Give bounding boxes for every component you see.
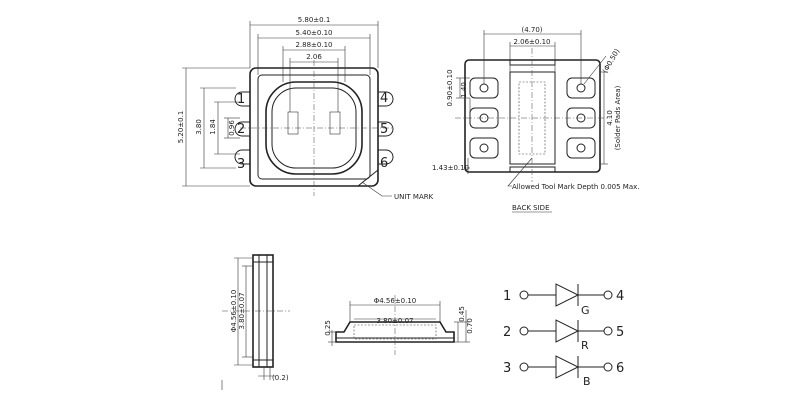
sch-color-r: R: [581, 339, 589, 352]
back-diam: (Φ0.50): [601, 47, 621, 74]
sch-color-b: B: [583, 375, 591, 388]
top-h-mid: 1.84: [209, 119, 217, 135]
top-w-inner: 5.40±0.10: [295, 29, 332, 37]
side-h-inner: 3.80±0.07: [238, 292, 246, 329]
back-w-pad: 2.06±0.10: [513, 38, 550, 46]
pin-label-4: 4: [380, 91, 388, 106]
side-h-outer: Φ4.56±0.10: [230, 290, 238, 333]
diode-row-red: 2 R 5: [503, 319, 624, 352]
top-w-outer: 5.80±0.1: [298, 16, 331, 24]
diode-row-green: 1 G 4: [503, 283, 624, 317]
top-w-chip: 2.06: [306, 53, 322, 61]
tool-mark-note: Allowed Tool Mark Depth 0.005 Max.: [512, 183, 639, 191]
back-h-bottom: 1.43±0.10: [432, 164, 469, 172]
pin-label-3: 3: [237, 157, 245, 172]
side-view: Φ4.56±0.10 3.80±0.07 (0.2): [221, 254, 290, 390]
sch-pin-3: 3: [503, 361, 511, 376]
side-t: (0.2): [272, 374, 289, 382]
back-side-title: BACK SIDE: [512, 204, 550, 212]
back-h1: 0.90±0.10: [446, 69, 454, 106]
back-h-side-note: (Solder Pads Area): [614, 85, 622, 150]
front-h-right1: 0.45: [458, 306, 466, 322]
led-schematic: 1 G 4 2 R 5 3 B 6: [503, 283, 624, 388]
sch-pin-2: 2: [503, 325, 511, 340]
front-view: Φ4.56±0.10 3.80±0.07 0.25 0.45 0.70: [324, 295, 474, 355]
sch-pin-6: 6: [616, 361, 624, 376]
top-w-lens: 2.88±0.10: [295, 41, 332, 49]
sch-pin-4: 4: [616, 289, 624, 304]
back-h-side: 4.10: [606, 110, 614, 126]
top-h-pad: 0.96: [228, 120, 236, 136]
back-side-view: (4.70) 2.06±0.10 (Φ0.50) 0.90±0.10 1.40 …: [432, 26, 639, 213]
diode-row-blue: 3 B 6: [503, 355, 624, 388]
front-w-inner: 3.80±0.07: [376, 317, 413, 325]
unit-mark-label: UNIT MARK: [394, 193, 434, 201]
back-w-total: (4.70): [521, 26, 542, 34]
top-view: 5.80±0.1 5.40±0.10 2.88±0.10 2.06 5.20±0…: [177, 16, 434, 201]
top-h-outer: 5.20±0.1: [177, 111, 185, 144]
front-w-outer: Φ4.56±0.10: [374, 297, 417, 305]
sch-pin-1: 1: [503, 289, 511, 304]
pin-label-1: 1: [237, 92, 245, 107]
top-h-pitch: 3.80: [195, 119, 203, 135]
front-h-left: 0.25: [324, 320, 332, 336]
back-h2: 1.40: [460, 82, 468, 98]
front-h-right2: 0.70: [466, 318, 474, 334]
sch-color-g: G: [581, 304, 590, 317]
pin-label-6: 6: [380, 156, 388, 171]
pin-label-2: 2: [237, 122, 245, 137]
sch-pin-5: 5: [616, 325, 624, 340]
pin-label-5: 5: [380, 122, 388, 137]
